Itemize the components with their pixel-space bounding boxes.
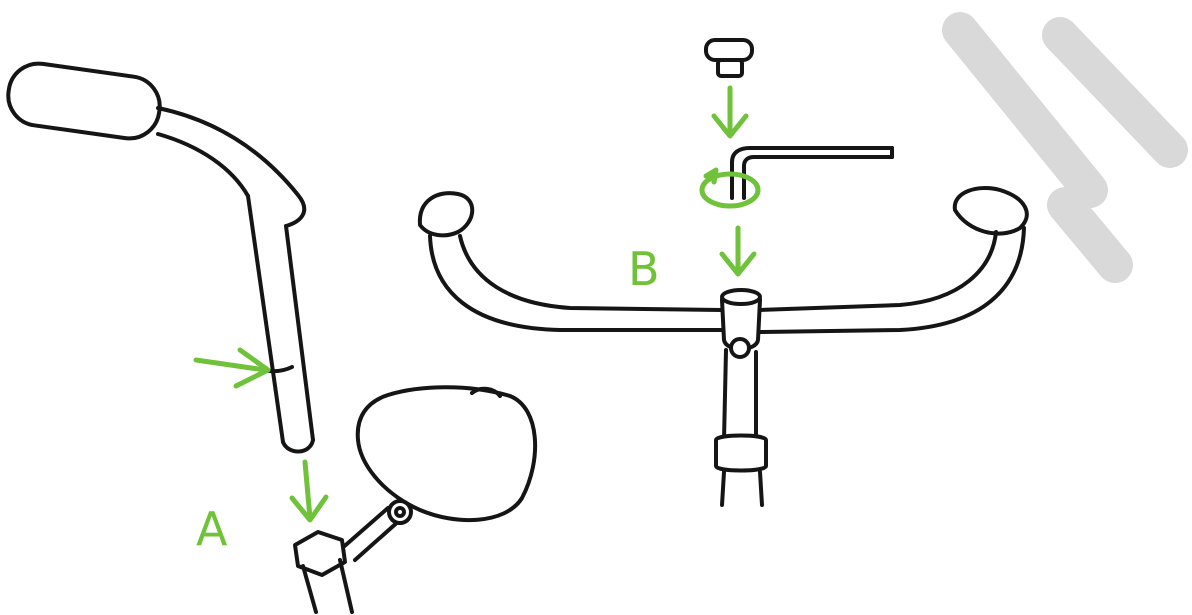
seat-unit <box>340 387 535 560</box>
stem-assembly <box>716 290 766 505</box>
frame-tube-a <box>295 532 352 612</box>
handle-post <box>4 60 313 452</box>
arrow-icon <box>292 462 326 520</box>
step-a-group: A <box>4 60 535 612</box>
step-a-label: A <box>196 502 228 556</box>
bolt-icon <box>706 40 752 76</box>
arrow-icon <box>722 228 754 274</box>
arrow-icon <box>714 88 746 136</box>
arrow-icon <box>196 350 268 386</box>
step-b-label: B <box>628 242 660 296</box>
